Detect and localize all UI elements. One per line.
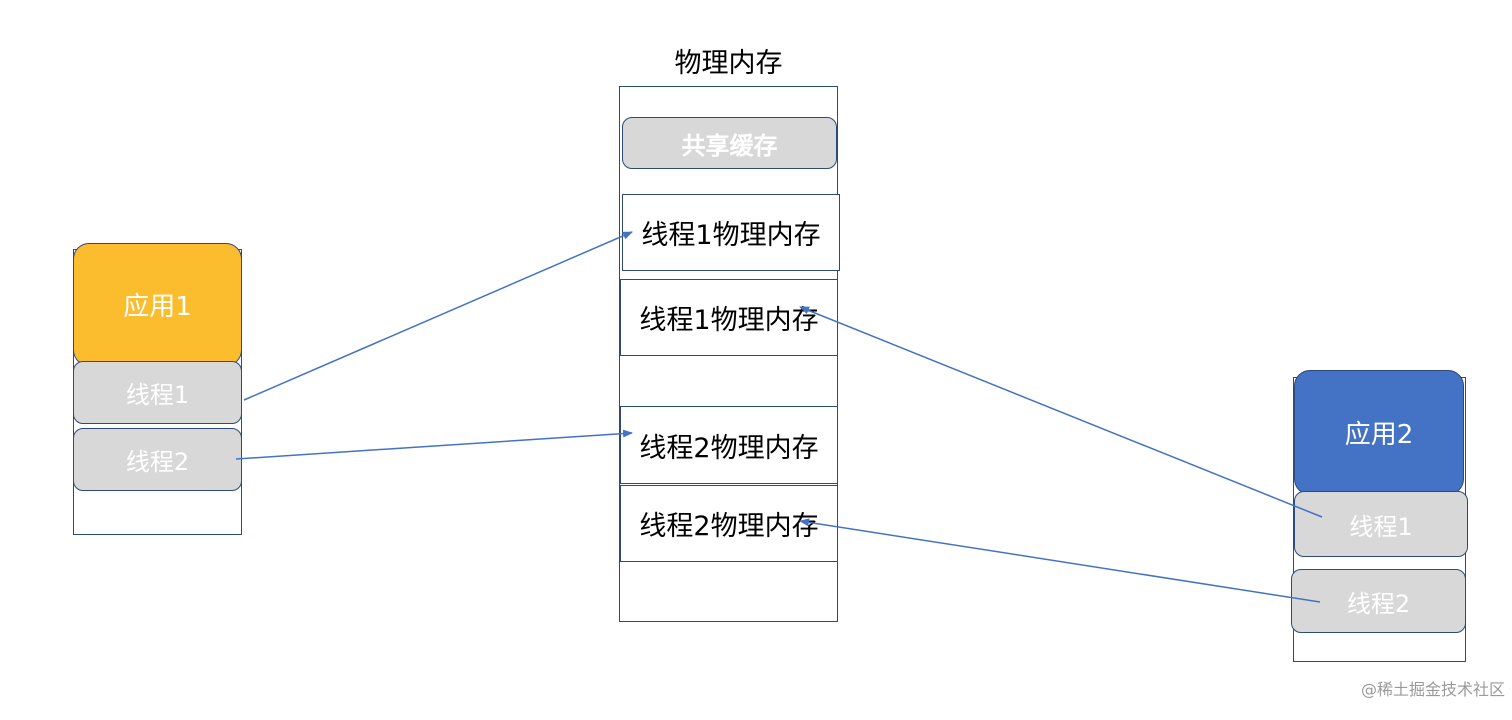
app1-thread1: 线程1 (73, 361, 242, 424)
app1-thread2: 线程2 (73, 428, 242, 491)
memory-block-app2-thread1: 线程1物理内存 (620, 279, 838, 356)
memory-block-app2-thread2: 线程2物理内存 (620, 485, 838, 562)
memory-block-app1-thread1: 线程1物理内存 (622, 194, 840, 271)
app1-header: 应用1 (73, 243, 242, 366)
app2-thread1: 线程1 (1294, 491, 1468, 557)
physical-memory-title: 物理内存 (674, 48, 783, 79)
watermark: @稀土掘金技术社区 (1360, 680, 1505, 699)
app2-thread2: 线程2 (1291, 569, 1466, 633)
memory-block-app1-thread2: 线程2物理内存 (620, 406, 838, 484)
arrow-app2-thread2 (799, 518, 1321, 603)
arrow-app2-thread1 (799, 306, 1323, 518)
app2-header: 应用2 (1294, 370, 1464, 495)
shared-cache-block: 共享缓存 (622, 117, 837, 169)
arrow-app1-thread1 (243, 231, 633, 401)
arrow-app1-thread2 (235, 429, 633, 460)
